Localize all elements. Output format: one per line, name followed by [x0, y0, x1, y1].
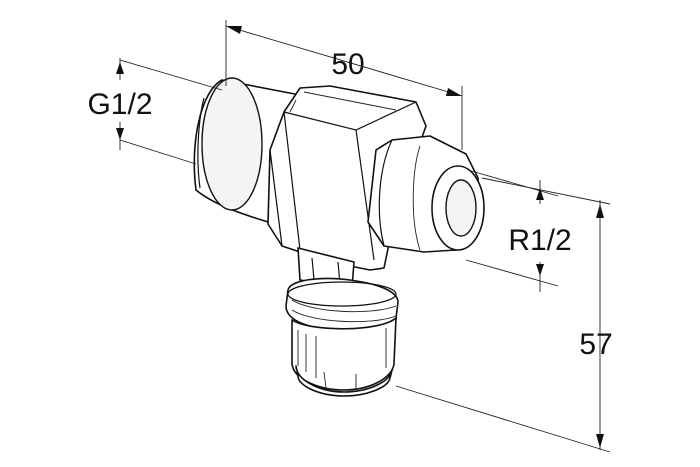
arrowhead-down — [116, 128, 124, 140]
width-label: 50 — [331, 48, 364, 81]
outlet-nipple — [367, 135, 485, 253]
height-dimension: 57 — [395, 177, 613, 453]
valve-fitting — [193, 77, 485, 397]
inlet-thread-dimension: G1/2 — [87, 58, 223, 165]
outlet-thread-dimension: R1/2 — [465, 169, 572, 292]
outlet-thread-label: R1/2 — [508, 224, 571, 257]
inlet-thread-label: G1/2 — [87, 88, 152, 121]
arrowhead-left — [226, 26, 242, 34]
arrowhead-down — [596, 434, 604, 448]
height-label: 57 — [579, 328, 612, 361]
arrowhead-right — [446, 88, 462, 96]
lower-outlet — [285, 247, 399, 397]
arrowhead-up — [536, 188, 544, 200]
arrowhead-up — [116, 62, 124, 74]
inlet-socket — [193, 77, 301, 223]
arrowhead-down — [536, 264, 544, 276]
arrowhead-up — [596, 204, 604, 218]
width-dimension: 50 — [225, 20, 463, 150]
